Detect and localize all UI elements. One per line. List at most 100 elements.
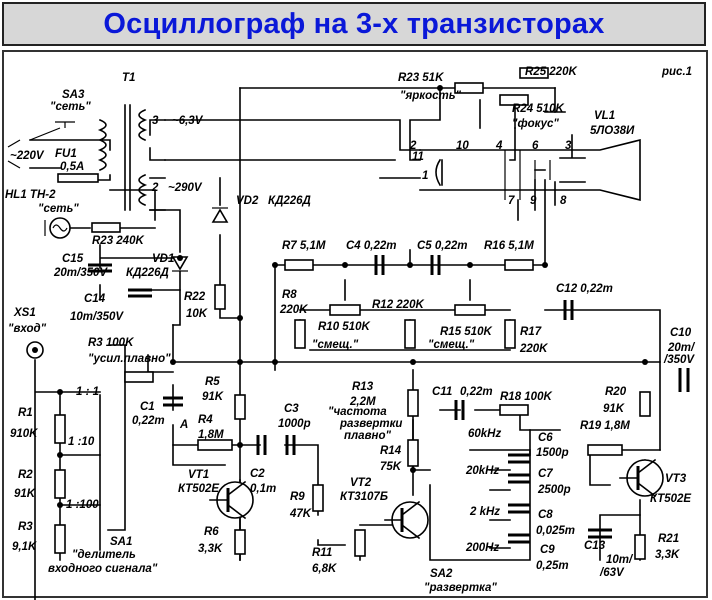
label-r23-name: "яркость"	[400, 90, 462, 102]
label-ratio-1-1: 1 : 1	[76, 386, 99, 398]
label-r10: R10 510K	[318, 321, 370, 333]
resistor-r5	[234, 394, 246, 420]
label-r6: R6	[204, 526, 219, 538]
label-r5-value: 91K	[202, 391, 224, 403]
label-sa2: SA2	[430, 568, 453, 580]
label-r20: R20	[605, 386, 627, 398]
label-r2-value: 91K	[14, 488, 36, 500]
label-r17: R17	[520, 326, 542, 338]
capacitor-c1	[163, 396, 183, 407]
label-r13-name-2: развертки	[339, 418, 402, 430]
label-xs1: XS1	[13, 307, 36, 319]
capacitor-c14	[128, 288, 152, 298]
label-r16: R16 5,1M	[484, 240, 534, 252]
label-r5: R5	[205, 376, 220, 388]
label-vd2: VD2	[236, 195, 259, 207]
capacitor-c13	[588, 528, 612, 539]
label-sa1-name: "делитель	[72, 549, 136, 561]
potentiometer-r11	[354, 529, 366, 557]
label-freq-2khz: 2 kHz	[469, 506, 500, 518]
label-r22-value: 10K	[186, 308, 208, 320]
capacitor-c9	[508, 533, 530, 544]
resistor-r16	[504, 259, 534, 271]
label-r3-pot-name: "усил.плавно"	[88, 353, 171, 365]
label-c14-value: 10m/350V	[70, 311, 124, 323]
tube-pin-1: 1	[422, 170, 428, 182]
resistor-r24	[499, 94, 529, 106]
capacitor-c12	[563, 300, 574, 320]
label-r13-value: 2,2M	[349, 396, 376, 408]
label-xs1-name: "вход"	[8, 323, 47, 335]
resistor-r20	[639, 391, 651, 417]
label-vd1: VD1	[152, 253, 174, 265]
label-sa3: SA3	[62, 89, 85, 101]
label-r10-name: "смещ."	[312, 339, 359, 351]
label-fu1-rating: 0,5A	[60, 161, 84, 173]
label-r20-value: 91K	[603, 403, 625, 415]
capacitor-c15	[88, 263, 112, 273]
page-title: Осциллограф на 3-х транзисторах	[103, 7, 605, 40]
label-r21-value: 3,3K	[655, 549, 680, 561]
label-vt1: VT1	[188, 469, 209, 481]
label-c10: C10	[670, 327, 692, 339]
resistor-r12	[404, 319, 416, 349]
label-r11: R11	[312, 547, 332, 559]
label-r4: R4	[198, 414, 213, 426]
label-freq-60khz: 60kHz	[468, 428, 501, 440]
title-bar: Осциллограф на 3-х транзисторах	[2, 2, 706, 46]
capacitor-c10	[678, 368, 690, 392]
tube-pin-4: 4	[495, 140, 503, 152]
fuse-fu1	[57, 173, 99, 183]
resistor-r6	[234, 529, 246, 555]
label-r7: R7 5,1M	[282, 240, 326, 252]
label-c13-value: 10m/	[606, 554, 634, 566]
resistor-r7	[284, 259, 314, 271]
label-sa2-name: "развертка"	[424, 582, 497, 594]
label-vt1-type: КТ502Е	[178, 483, 219, 495]
resistor-r2	[54, 469, 66, 499]
switch-sa3	[7, 121, 75, 169]
label-sa1-name-2: входного сигнала"	[48, 563, 158, 575]
label-vd2-type: КД226Д	[268, 195, 311, 207]
label-fu1: FU1	[55, 148, 77, 160]
label-r13: R13	[352, 381, 374, 393]
label-winding-2-voltage: ~290V	[168, 182, 203, 194]
label-r4-value: 1,8M	[198, 429, 224, 441]
label-c15: C15	[62, 253, 84, 265]
tube-pin-3: 3	[565, 140, 572, 152]
capacitor-c8	[508, 503, 530, 514]
label-r22: R22	[184, 291, 206, 303]
label-c11: C11	[432, 386, 452, 398]
label-r18: R18 100K	[500, 391, 552, 403]
capacitor-c4	[374, 255, 385, 275]
label-vt2-type: КТ3107Б	[340, 491, 388, 503]
tube-pin-9: 9	[530, 195, 537, 207]
label-c3-value: 1000p	[278, 418, 311, 430]
label-c3: C3	[284, 403, 299, 415]
label-r3-value: 9,1K	[12, 541, 37, 553]
labels: рис.1 T1 3 ~6,3V 2 ~290V ~220V SA3 "сеть…	[5, 66, 696, 594]
label-r24-name: "фокус"	[512, 118, 559, 130]
label-t1: T1	[122, 72, 135, 84]
label-hl1-name: "сеть"	[38, 203, 79, 215]
label-r21: R21	[658, 533, 679, 545]
label-r15-name: "смещ."	[428, 339, 475, 351]
junction-dots	[57, 85, 648, 508]
label-c11-value: 0,22m	[460, 386, 493, 398]
resistor-r8	[294, 319, 306, 349]
diagram-frame	[2, 50, 708, 598]
label-c1: C1	[140, 401, 155, 413]
label-vt2: VT2	[350, 477, 372, 489]
transistor-vt3	[619, 458, 664, 498]
label-sa3-name: "сеть"	[50, 101, 91, 113]
label-c13-value-2: /63V	[599, 567, 625, 579]
label-c7-value: 2500p	[537, 484, 571, 496]
label-r12: R12 220K	[372, 299, 424, 311]
label-freq-200hz: 200Hz	[465, 542, 499, 554]
label-hl1: HL1 ТН-2	[5, 189, 56, 201]
label-c12: C12 0,22m	[556, 283, 613, 295]
resistor-r23	[454, 82, 484, 94]
label-c8: C8	[538, 509, 553, 521]
